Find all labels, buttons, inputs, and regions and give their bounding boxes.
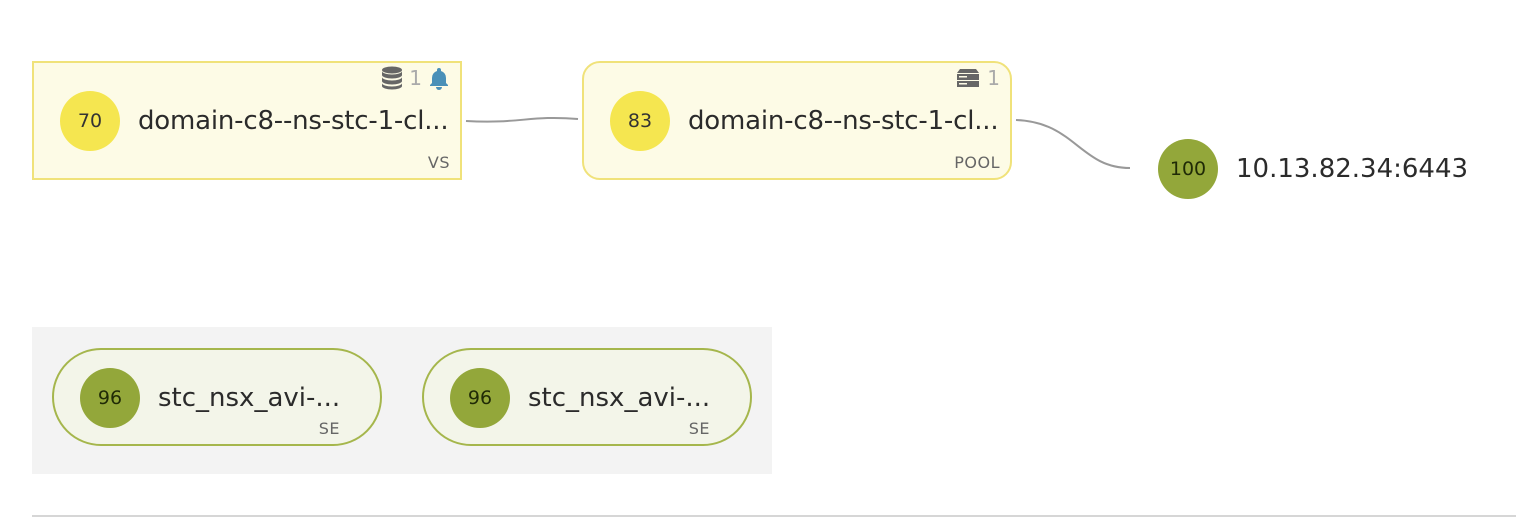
- service-engine-node[interactable]: 96 stc_nsx_avi-... SE: [52, 348, 382, 446]
- bottom-divider: [32, 515, 1516, 517]
- vs-badge-count: 1: [409, 66, 422, 90]
- pool-badge-count: 1: [987, 66, 1000, 90]
- pool-member-connector: [1015, 119, 1131, 169]
- vs-badges: 1: [381, 66, 450, 90]
- se-health-score: 96: [450, 368, 510, 428]
- member-health-score: 100: [1158, 139, 1218, 199]
- pool-node[interactable]: 1 83 domain-c8--ns-stc-1-cl... POOL: [582, 61, 1012, 180]
- pool-member-node[interactable]: 100 10.13.82.34:6443: [1158, 139, 1468, 199]
- server-stack-icon: [955, 67, 981, 89]
- se-type-label: SE: [318, 419, 340, 438]
- se-name: stc_nsx_avi-...: [158, 383, 338, 413]
- pool-name: domain-c8--ns-stc-1-cl...: [688, 106, 998, 136]
- bell-icon[interactable]: [428, 66, 450, 90]
- vs-type-label: VS: [427, 153, 450, 172]
- pool-type-label: POOL: [954, 153, 1000, 172]
- service-engine-node[interactable]: 96 stc_nsx_avi-... SE: [422, 348, 752, 446]
- vs-health-score: 70: [60, 91, 120, 151]
- vs-pool-connector: [465, 116, 579, 123]
- se-type-label: SE: [688, 419, 710, 438]
- service-engine-group: 96 stc_nsx_avi-... SE 96 stc_nsx_avi-...…: [32, 327, 772, 474]
- pool-badges: 1: [955, 66, 1000, 90]
- virtual-service-node[interactable]: 1 70 domain-c8--ns-stc-1-cl... VS: [32, 61, 462, 180]
- vs-name: domain-c8--ns-stc-1-cl...: [138, 106, 448, 136]
- se-health-score: 96: [80, 368, 140, 428]
- database-icon: [381, 66, 403, 90]
- member-address: 10.13.82.34:6443: [1236, 154, 1469, 184]
- pool-health-score: 83: [610, 91, 670, 151]
- se-name: stc_nsx_avi-...: [528, 383, 708, 413]
